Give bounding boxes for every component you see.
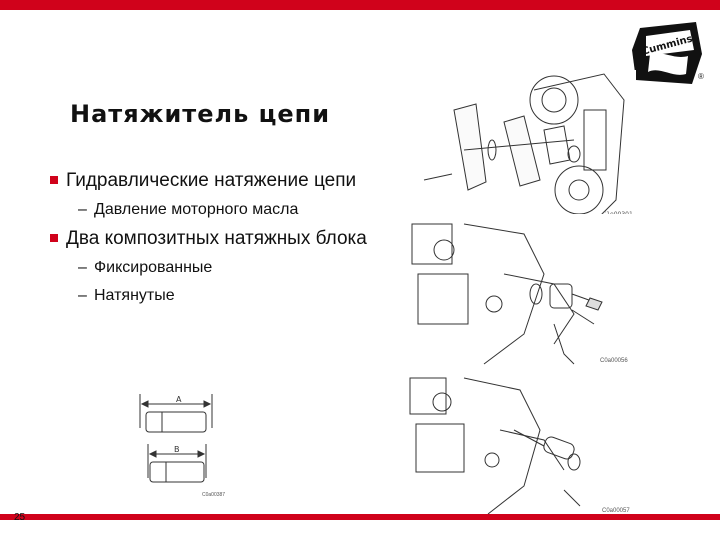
tensioner-dimensions-diagram: A B C0a00387 [132,388,232,498]
sub-bullet-text: Натянутые [94,287,175,304]
tensioner-insertion-diagram: C0a00057 [404,370,636,514]
sub-bullet-text: Давление моторного масла [94,201,299,218]
square-bullet-icon [50,176,58,184]
dash-icon: – [78,259,87,276]
sub-bullet-item: – Натянутые [50,284,370,308]
cummins-logo-icon: Cummins [632,22,702,84]
page-number: 25 [14,512,26,523]
hydraulic-tensioner-diagram: C0a00056 [404,214,636,366]
tensioner-exploded-diagram: C1e00301 [404,70,636,218]
bullet-item: Гидравлические натяжение цепи [50,168,370,194]
bullet-text: Два композитных натяжных блока [66,228,367,249]
sub-bullet-item: – Фиксированные [50,256,370,280]
slide-title: Натяжитель цепи [70,100,331,128]
sub-bullet-item: – Давление моторного масла [50,198,370,222]
figure-code: C0a00057 [602,508,630,514]
bullet-list: Гидравлические натяжение цепи – Давление… [50,168,370,312]
figure-code: C0a00387 [202,492,225,498]
bullet-text: Гидравлические натяжение цепи [66,170,357,191]
bottom-accent-bar [0,514,720,520]
figure-code: C0a00056 [600,358,628,364]
bullet-item: Два композитных натяжных блока [50,226,370,252]
sub-bullet-text: Фиксированные [94,259,213,276]
top-accent-bar [0,0,720,10]
dimension-label-b: B [174,445,180,454]
square-bullet-icon [50,234,58,242]
dimension-label-a: A [176,395,182,404]
registered-mark: ® [698,72,704,81]
dash-icon: – [78,201,87,218]
dash-icon: – [78,287,87,304]
